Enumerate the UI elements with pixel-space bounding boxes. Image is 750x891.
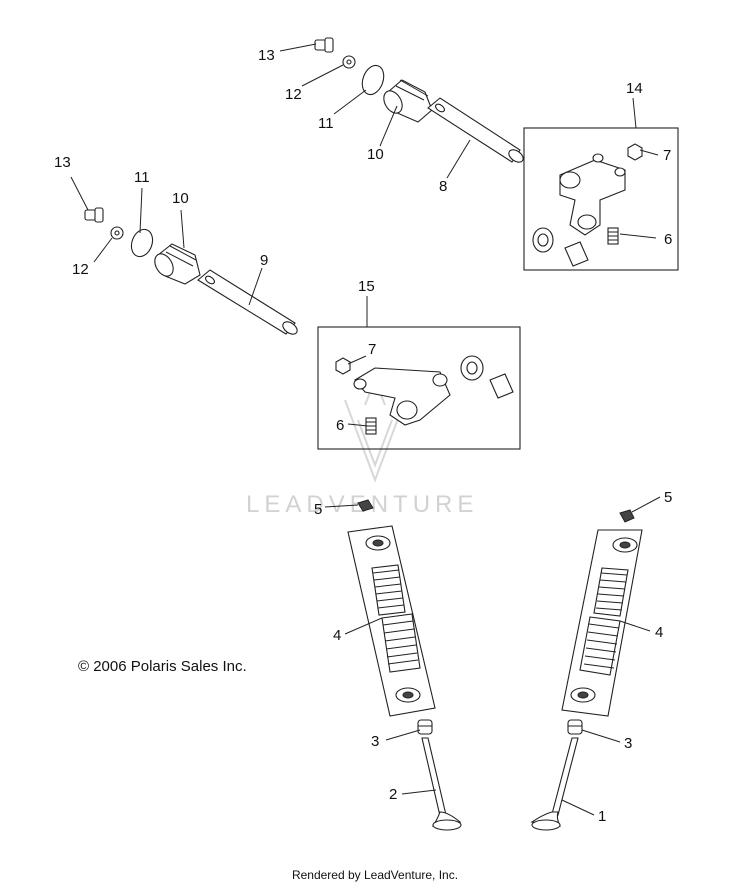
callout-14: 14 (626, 80, 643, 97)
valve-keeper-5-right (619, 509, 635, 523)
callout-5-left: 5 (314, 501, 322, 518)
rocker-arm-kit-14-box (523, 127, 679, 271)
valve-spring-kit-4-right (561, 529, 643, 717)
callout-10-left: 10 (172, 190, 189, 207)
copyright-notice: © 2006 Polaris Sales Inc. (78, 658, 247, 675)
callout-13-left: 13 (54, 154, 71, 171)
rocker-arm-kit-15-box (317, 326, 521, 450)
callout-12-upper: 12 (285, 86, 302, 103)
callout-9: 9 (260, 252, 268, 269)
screw-13-left (84, 207, 104, 223)
callout-12-left: 12 (72, 261, 89, 278)
callout-5-right: 5 (664, 489, 672, 506)
plug-10-left (154, 243, 201, 285)
callout-15: 15 (358, 278, 375, 295)
plug-10-upper (383, 79, 433, 123)
bushing-upper-left (532, 227, 554, 253)
screw-13-upper (314, 37, 334, 53)
nut-7-upper (627, 143, 643, 161)
callout-labels: 13 12 11 10 8 13 12 11 10 9 14 7 6 15 7 … (54, 47, 672, 825)
intake-valve-2 (421, 737, 462, 831)
inner-spring-left (381, 613, 421, 673)
washer-12-left (110, 226, 124, 240)
rocker-shaft-8 (427, 97, 524, 163)
callout-10-upper: 10 (367, 146, 384, 163)
valve-keeper-5-left (357, 499, 374, 512)
callout-4-right: 4 (655, 624, 663, 641)
callout-13-upper: 13 (258, 47, 275, 64)
outer-spring-left (371, 564, 406, 616)
leader-lines (70, 43, 661, 816)
callout-11-upper: 11 (318, 115, 334, 132)
exhaust-valve-1 (530, 737, 579, 831)
bushing-upper-right (564, 241, 589, 267)
rocker-arm-14 (559, 153, 626, 236)
callout-6-lower: 6 (336, 417, 344, 434)
callout-6-upper: 6 (664, 231, 672, 248)
washer-12-upper (342, 55, 356, 69)
seal-11-upper (361, 64, 385, 96)
valve-spring-kit-4-left (347, 525, 436, 717)
callout-3-left: 3 (371, 733, 379, 750)
valve-seal-3-right (567, 719, 583, 735)
callout-2: 2 (389, 786, 397, 803)
callout-7-upper: 7 (663, 147, 671, 164)
callout-11-left: 11 (134, 169, 150, 186)
render-credit: Rendered by LeadVenture, Inc. (291, 868, 459, 882)
bushing-lower-right (489, 373, 514, 399)
rocker-shaft-9 (197, 269, 298, 335)
rocker-arm-15 (353, 367, 451, 426)
outer-spring-right (593, 567, 629, 617)
seal-11-left (130, 228, 154, 258)
bushing-lower-left (460, 355, 484, 381)
callout-8: 8 (439, 178, 447, 195)
nut-7-lower (335, 357, 351, 375)
callout-3-right: 3 (624, 735, 632, 752)
inner-spring-right (579, 616, 621, 676)
callout-4-left: 4 (333, 627, 341, 644)
valve-seal-3-left (417, 719, 433, 735)
callout-7-lower: 7 (368, 341, 376, 358)
adjuster-screw-6-upper (607, 227, 619, 245)
callout-1: 1 (598, 808, 606, 825)
